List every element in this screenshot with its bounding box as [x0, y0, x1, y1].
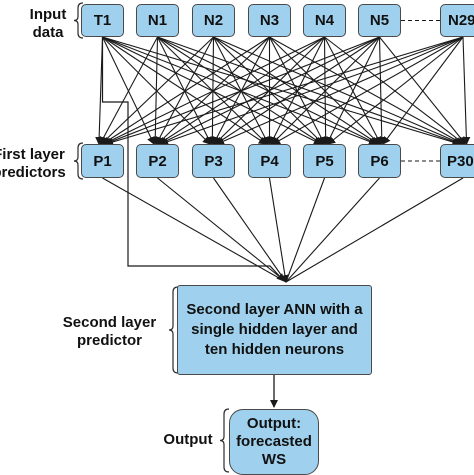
second-layer-label-line2: predictor	[76, 332, 142, 349]
predictor-node-p2: P2	[136, 144, 179, 178]
predictor-node-p1: P1	[81, 144, 124, 178]
second-layer-label-line1: Second layer	[62, 314, 157, 331]
input-to-predictor-edge	[157, 36, 378, 145]
input-to-predictor-edge	[157, 36, 323, 145]
input-node-n4: N4	[303, 4, 346, 37]
connection-lines	[95, 19, 471, 408]
input-node-n2: N2	[192, 4, 235, 37]
first-layer-label-line1: First layer	[0, 146, 65, 163]
output-label: Output	[158, 431, 218, 449]
input-to-predictor-edge	[326, 36, 380, 145]
input-to-predictor-edge	[157, 36, 268, 145]
input-to-predictor-edge	[101, 36, 270, 145]
predictor-to-ann-edge	[213, 177, 287, 283]
second-layer-brace	[168, 286, 179, 374]
input-to-predictor-edge	[100, 36, 214, 145]
predictor-to-ann-edge	[285, 177, 464, 283]
predictor-to-ann-edge	[285, 177, 326, 283]
input-to-predictor-edge	[269, 36, 464, 145]
ann-box-line3: ten hidden neurons	[204, 341, 345, 358]
input-data-label: Input data	[18, 6, 78, 42]
input-node-t1: T1	[81, 4, 124, 37]
output-brace	[219, 408, 230, 473]
predictor-node-p5: P5	[303, 144, 346, 178]
second-layer-ann-box: Second layer ANN with a single hidden la…	[177, 285, 372, 375]
input-to-predictor-edge	[105, 36, 464, 146]
input-to-predictor-edge	[213, 36, 463, 145]
predictor-to-ann-edge	[268, 177, 289, 283]
predictor-node-p6: P6	[358, 144, 401, 178]
output-box-line3: WS	[261, 451, 287, 468]
second-layer-label: Second layer predictor	[52, 314, 167, 350]
input-to-predictor-edge	[102, 36, 461, 146]
input-to-predictor-edge	[103, 36, 380, 146]
input-to-predictor-edge	[324, 36, 465, 145]
output-box-line2: forecasted	[236, 433, 312, 450]
input-to-predictor-edge	[159, 36, 380, 145]
ann-box-line1: Second layer ANN with a	[186, 301, 363, 318]
input-to-predictor-edge	[462, 36, 471, 145]
input-to-predictor-edge	[216, 36, 464, 145]
input-to-predictor-edge	[377, 36, 386, 145]
input-to-predictor-edge	[102, 36, 325, 145]
predictor-node-p3: P3	[192, 144, 235, 178]
input-to-predictor-edge	[160, 36, 464, 146]
input-to-predictor-edge	[213, 36, 325, 145]
first-layer-brace	[73, 142, 84, 180]
input-data-label-line1: Input	[29, 6, 67, 23]
input-node-n1: N1	[136, 4, 179, 37]
first-layer-label: First layer predictors	[0, 146, 84, 182]
input-to-predictor-edge	[151, 36, 160, 145]
input-to-predictor-edge	[157, 36, 462, 146]
first-layer-label-line2: predictors	[0, 164, 66, 181]
output-box: Output: forecasted WS	[229, 409, 319, 475]
predictor-to-ann-edge	[157, 177, 287, 283]
ann-box-line2: single hidden layer and	[191, 321, 358, 338]
braces	[73, 2, 230, 473]
predictor-node-p30: P30	[440, 144, 474, 178]
input-to-predictor-edge	[382, 36, 464, 145]
input-node-n5: N5	[358, 4, 401, 37]
input-data-label-line2: data	[32, 24, 64, 41]
output-label-text: Output	[163, 431, 213, 448]
input-to-predictor-edge	[215, 36, 380, 145]
input-to-predictor-edge	[99, 36, 158, 145]
predictor-node-p4: P4	[248, 144, 291, 178]
input-data-brace	[73, 2, 84, 39]
predictor-to-ann-edge	[285, 177, 380, 283]
input-node-n29: N29	[440, 4, 474, 37]
input-to-predictor-edge	[327, 36, 464, 145]
input-to-predictor-edge	[272, 36, 464, 145]
t1-bypass-path	[101, 37, 285, 282]
input-to-predictor-edge	[271, 36, 380, 145]
output-box-line1: Output:	[246, 415, 302, 432]
predictor-to-ann-edge	[102, 177, 287, 283]
input-node-n3: N3	[248, 4, 291, 37]
